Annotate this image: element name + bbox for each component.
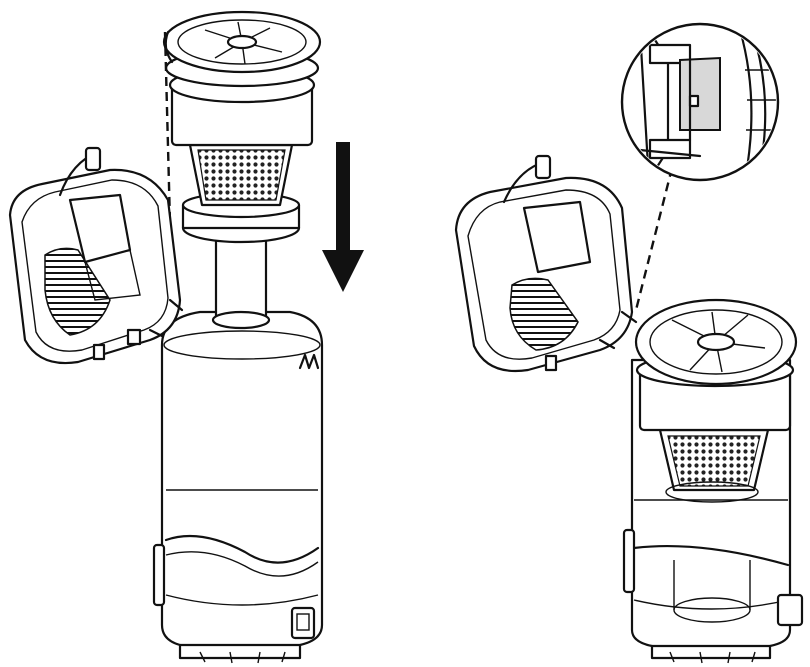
open-lid-right [454,154,638,372]
open-lid-left [8,146,184,365]
right-assembly [454,22,804,664]
cone-filter-right [634,298,798,503]
center-tube-left [181,191,301,330]
detail-callout-latch [620,22,780,182]
callout-leader-line [634,167,674,311]
dust-bin-body-left [152,310,324,664]
cone-filter-left [162,10,322,207]
left-assembly [8,10,364,664]
arrow-down-icon [322,142,364,292]
